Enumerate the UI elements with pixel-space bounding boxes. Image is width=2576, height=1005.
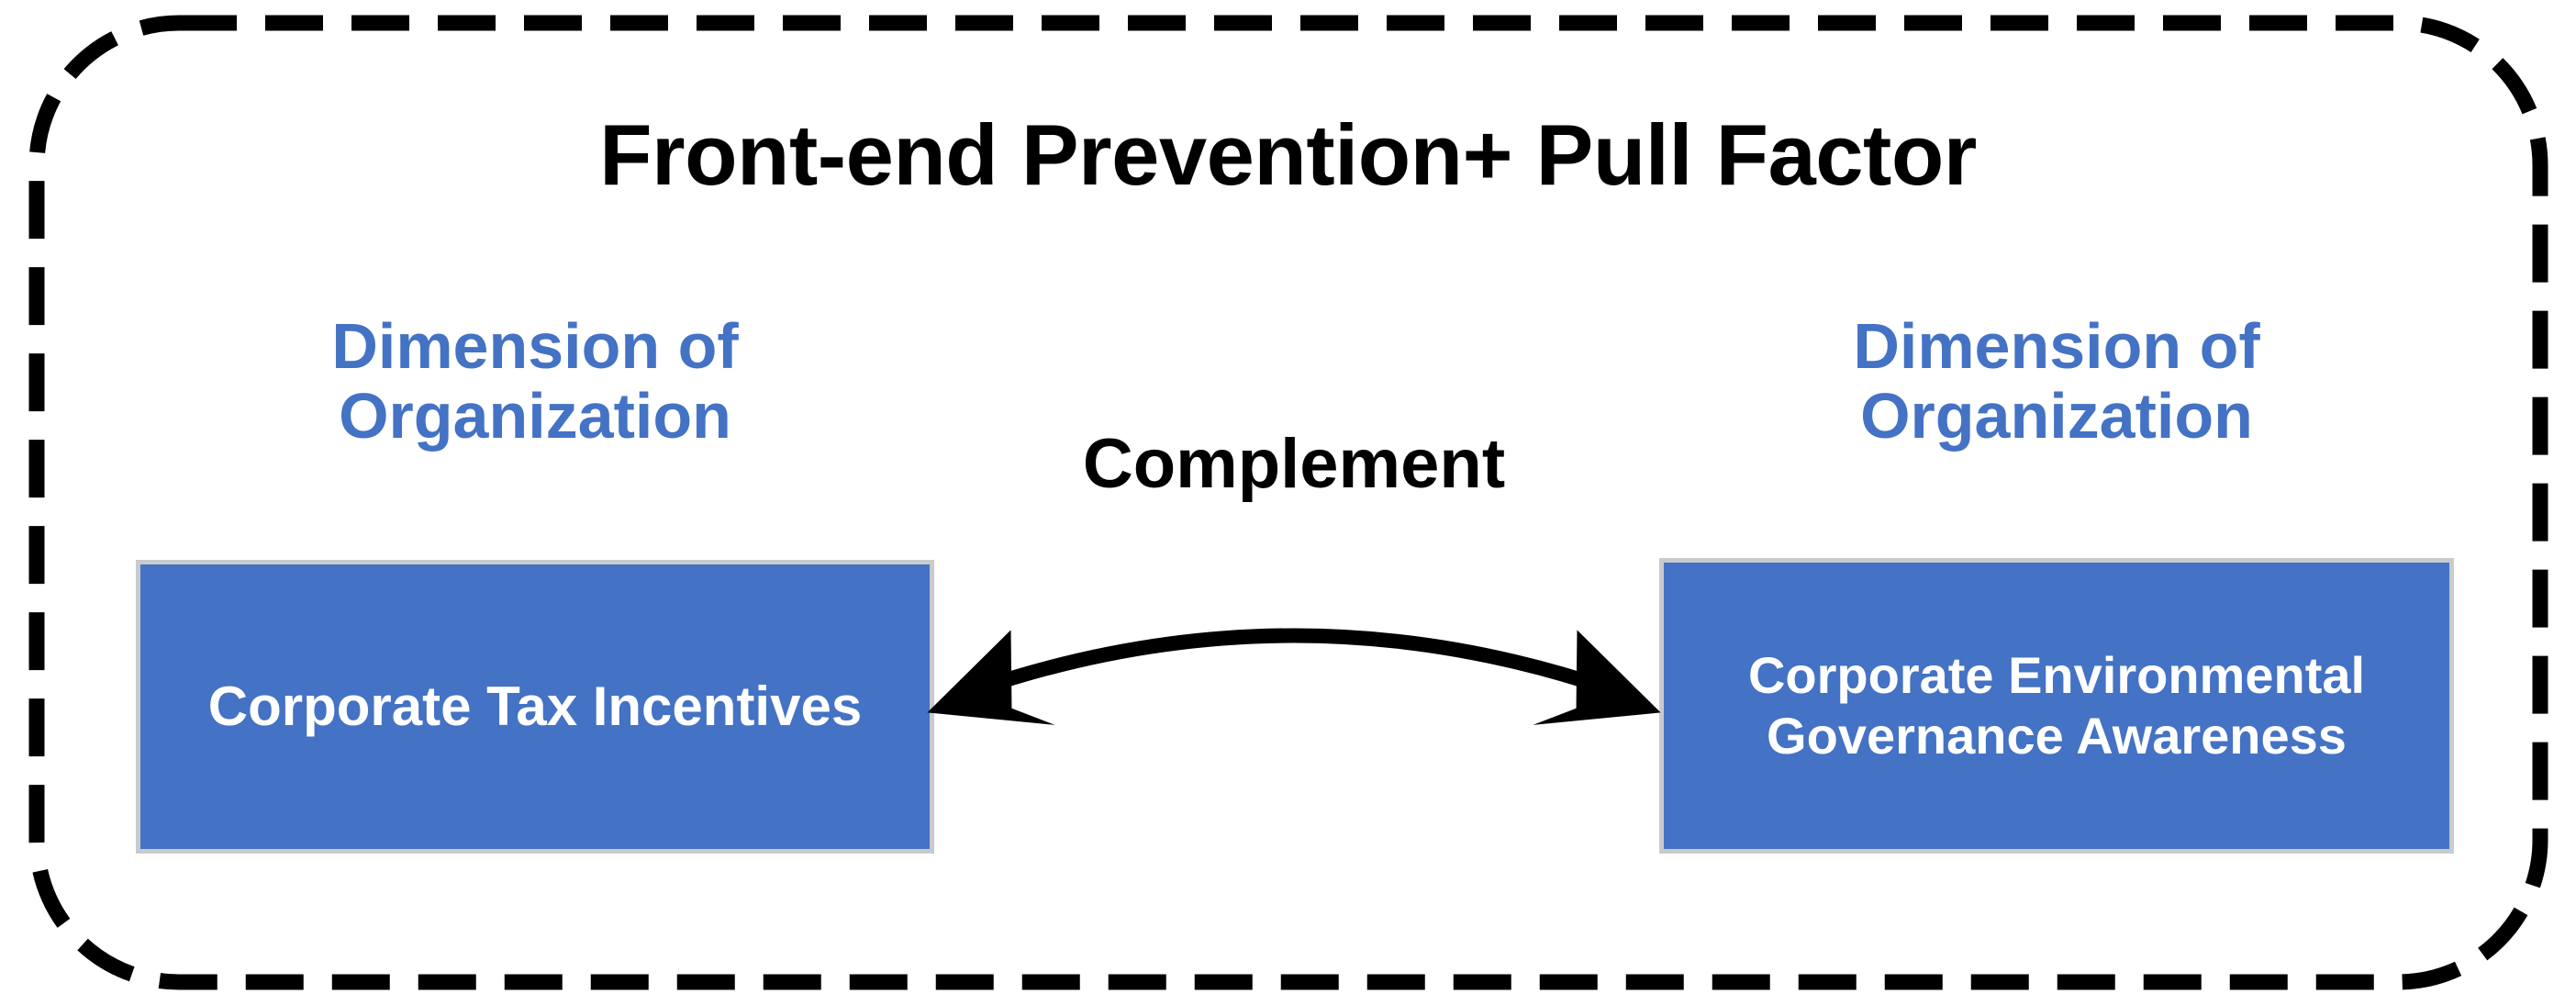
node-box-corporate-tax-incentives[interactable]: Corporate Tax Incentives [136,560,934,854]
arrow-head-right [1533,630,1661,725]
arrow-arc [973,628,1615,696]
node-box-left-label: Corporate Tax Incentives [207,675,863,737]
page-title: Front-end Prevention+ Pull Factor [599,106,1977,203]
double-headed-curved-arrow-icon [927,628,1661,725]
dimension-label-right: Dimension of Organization [1853,310,2260,452]
node-box-corporate-environmental-governance-awareness[interactable]: Corporate Environmental Governance Aware… [1659,558,2454,854]
dimension-label-left: Dimension of Organization [331,310,739,452]
node-box-right-label: Corporate Environmental Governance Aware… [1747,646,2366,765]
arrow-head-left [927,630,1055,725]
connector-label-complement: Complement [1082,425,1506,503]
